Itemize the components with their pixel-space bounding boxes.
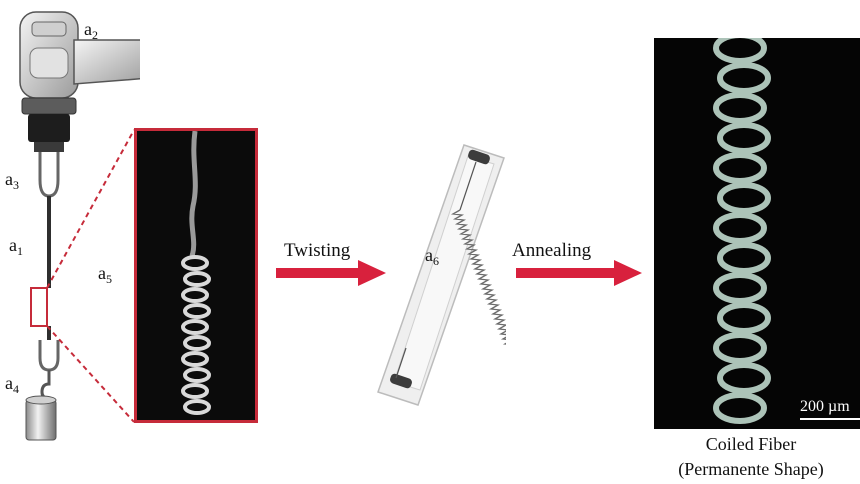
caption-line-2: (Permanente Shape) [642,459,860,480]
annealing-plate [376,140,506,410]
annealing-arrow [516,258,644,288]
label-a6: a6 [425,246,439,267]
caption-line-1: Coiled Fiber [642,434,860,455]
scale-bar-label: 200 µm [800,398,850,416]
twisting-arrow [276,258,388,288]
coiled-fiber-photo [654,38,860,429]
twisted-fiber-photo [134,128,258,423]
coiled-fiber-caption: Coiled Fiber (Permanente Shape) [642,434,860,480]
